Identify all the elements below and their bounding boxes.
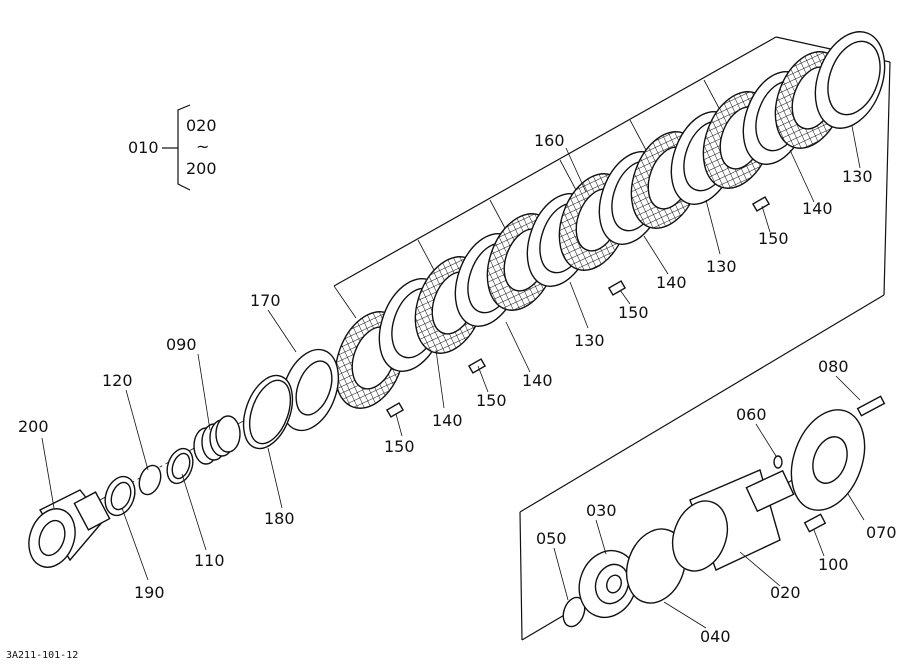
label-140c: 140 — [656, 273, 687, 292]
spring-pin-2 — [467, 358, 487, 374]
label-130c: 130 — [842, 167, 873, 186]
label-180: 180 — [264, 509, 295, 528]
spring-pin-4 — [751, 196, 771, 212]
label-150d: 150 — [758, 229, 789, 248]
pressure-plate-170 — [280, 348, 340, 432]
label-130b: 130 — [706, 257, 737, 276]
label-080: 080 — [818, 357, 849, 376]
seat-ring-110 — [166, 447, 194, 485]
label-040: 040 — [700, 627, 731, 646]
label-160: 160 — [534, 131, 565, 150]
disc-pack-bracket — [333, 36, 891, 513]
label-020: 020 — [770, 583, 801, 602]
return-spring-090 — [193, 415, 241, 465]
label-030: 030 — [586, 501, 617, 520]
hub-200 — [28, 489, 111, 568]
label-170: 170 — [250, 291, 281, 310]
label-140d: 140 — [802, 199, 833, 218]
label-group-to: 200 — [186, 159, 217, 178]
label-110: 110 — [194, 551, 225, 570]
label-060: 060 — [736, 405, 767, 424]
spring-pin-3 — [607, 280, 627, 296]
label-070: 070 — [866, 523, 897, 542]
part-labels: 010 020 ~ 200 170 090 120 200 190 110 18… — [6, 116, 897, 661]
label-120: 120 — [102, 371, 133, 390]
clutch-drum-020 — [671, 469, 795, 572]
label-140b: 140 — [522, 371, 553, 390]
label-100: 100 — [818, 555, 849, 574]
spring-100 — [803, 513, 827, 533]
label-group-010: 010 — [128, 138, 159, 157]
o-ring-060 — [773, 455, 783, 469]
cover-070 — [790, 409, 866, 511]
label-090: 090 — [166, 335, 197, 354]
label-group-tilde: ~ — [196, 137, 209, 156]
label-140a: 140 — [432, 411, 463, 430]
label-200: 200 — [18, 417, 49, 436]
o-ring-040 — [625, 528, 687, 604]
label-150b: 150 — [476, 391, 507, 410]
end-plate — [814, 31, 886, 129]
label-190: 190 — [134, 583, 165, 602]
diagram-code: 3A211-101-12 — [6, 650, 78, 661]
group-bracket — [162, 104, 191, 191]
spring-pin-1 — [385, 402, 405, 418]
bearing-190 — [104, 475, 136, 517]
piston-030 — [578, 549, 638, 619]
snap-ring-180 — [242, 374, 294, 450]
leader-lines — [41, 125, 865, 629]
circlip-120 — [138, 464, 162, 496]
seal-ring-050 — [562, 596, 586, 628]
label-050: 050 — [536, 529, 567, 548]
label-130a: 130 — [574, 331, 605, 350]
bolt-080 — [856, 395, 886, 417]
label-150c: 150 — [618, 303, 649, 322]
label-150a: 150 — [384, 437, 415, 456]
label-group-from: 020 — [186, 116, 217, 135]
